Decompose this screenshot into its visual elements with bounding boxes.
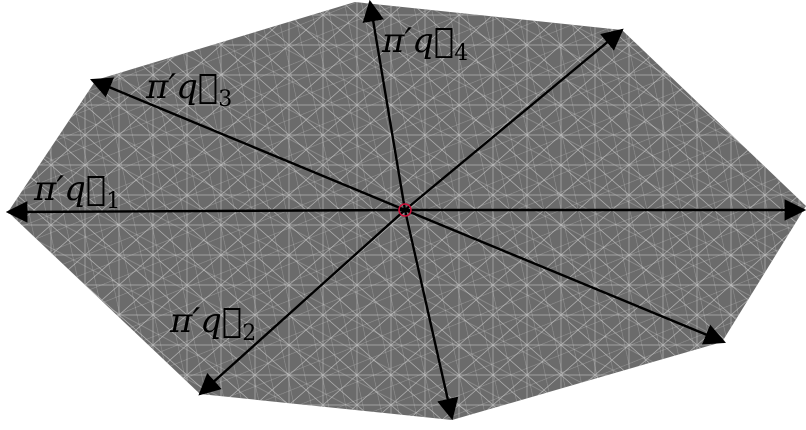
label-q2: π′q⃗2: [169, 301, 256, 346]
axis-q2-opposite: [404, 28, 624, 211]
label-q1: π′q⃗1: [33, 169, 120, 214]
axis-q4: [362, 0, 407, 211]
axis-q2: [198, 209, 406, 396]
axis-q1: [5, 201, 406, 223]
axis-q3: [90, 77, 406, 212]
label-q3: π′q⃗3: [145, 67, 232, 112]
axis-q4-opposite: [403, 209, 459, 421]
label-q4: π′q⃗4: [381, 21, 468, 66]
center-marker: [398, 203, 412, 217]
axis-q3-opposite: [404, 208, 726, 345]
